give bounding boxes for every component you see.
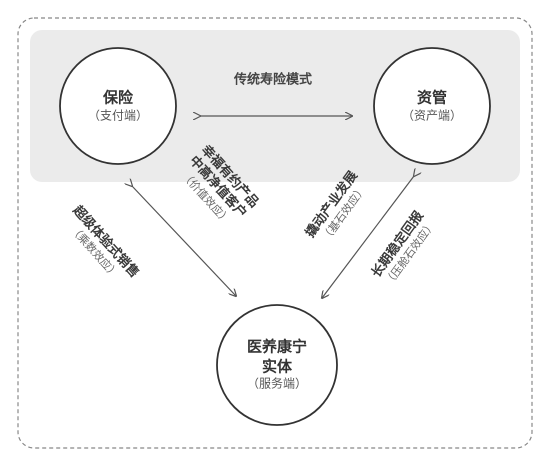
asset-sub: （资产端） (401, 107, 463, 122)
right-diagonal-arrow (322, 176, 414, 298)
outer-dashed-frame (17, 17, 533, 449)
traditional-label: 传统寿险模式 (233, 72, 313, 88)
health-node: 医养康宁 实体 （服务端） (247, 338, 307, 393)
health-sub: （服务端） (246, 376, 308, 391)
asset-circle (373, 47, 491, 165)
health-title-line2: 实体 (261, 357, 293, 376)
asset-title: 资管 (416, 88, 448, 107)
health-title-line1: 医养康宁 (246, 337, 308, 356)
health-circle (216, 304, 338, 426)
insurance-circle (59, 47, 177, 165)
asset-node: 资管 （资产端） (402, 88, 462, 123)
insurance-title: 保险 (102, 88, 134, 107)
insurance-node: 保险 （支付端） (88, 88, 148, 123)
left-diagonal-arrow (132, 186, 236, 296)
insurance-sub: （支付端） (87, 107, 149, 122)
